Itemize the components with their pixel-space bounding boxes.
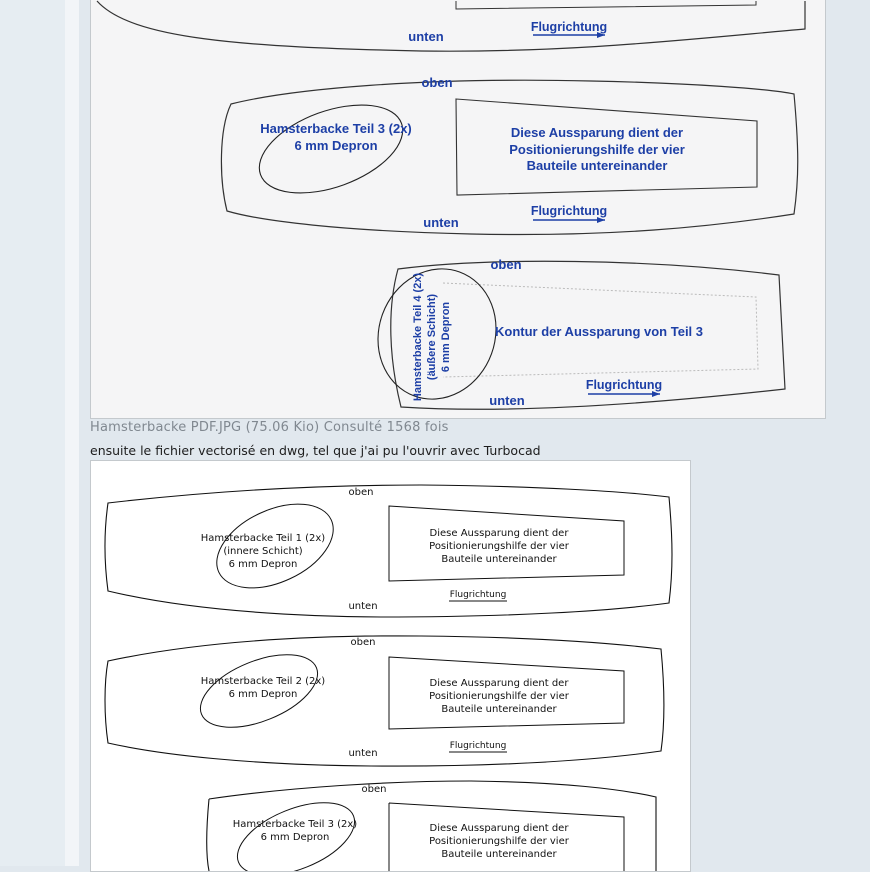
teil3-note-line-2: Positionierungshilfe der vier bbox=[509, 142, 685, 157]
teil4-rotated-line-1: Hamsterbacke Teil 4 (2x) bbox=[412, 273, 424, 402]
teil1-direction-label: Flugrichtung bbox=[450, 590, 507, 600]
teil3-note-line-3: Bauteile untereinander bbox=[527, 158, 668, 173]
teil4-top-label: oben bbox=[490, 257, 521, 272]
scanned-plan-image[interactable]: unten Flugrichtung oben Hamsterbacke Tei… bbox=[90, 0, 826, 419]
teil1-top-label: oben bbox=[349, 487, 374, 498]
teil1-title-line-2: (innere Schicht) bbox=[223, 546, 302, 557]
scanned-plan-drawing: unten Flugrichtung oben Hamsterbacke Tei… bbox=[96, 0, 806, 410]
teil2-top-label: oben bbox=[351, 637, 376, 648]
teil1-outline bbox=[104, 484, 673, 618]
teil2-title-line-1: Hamsterbacke Teil 2 (2x) bbox=[201, 676, 326, 687]
teil2-note-line-2: Positionierungshilfe der vier bbox=[429, 691, 570, 702]
teil4-rotated-line-2: (äußere Schicht) bbox=[426, 294, 438, 381]
top-part-bottom-label: unten bbox=[408, 29, 443, 44]
post-left-strip bbox=[65, 0, 79, 866]
teil1-title-line-1: Hamsterbacke Teil 1 (2x) bbox=[201, 533, 326, 544]
teil1-note-line-3: Bauteile untereinander bbox=[441, 554, 557, 565]
attachment-caption[interactable]: Hamsterbacke PDF.JPG (75.06 Kio) Consult… bbox=[90, 420, 449, 435]
teil3-direction-label: Flugrichtung bbox=[531, 204, 607, 218]
teil3-cutout bbox=[455, 98, 758, 196]
teil1-note-line-1: Diese Aussparung dient der bbox=[430, 528, 570, 539]
vectorized-plan-drawing: oben Hamsterbacke Teil 1 (2x) (innere Sc… bbox=[104, 484, 673, 871]
teil1-cutout bbox=[388, 505, 625, 582]
teil3-top-label: oben bbox=[421, 75, 452, 90]
teil4-contour bbox=[442, 282, 759, 378]
teil4-direction-label: Flugrichtung bbox=[586, 378, 662, 392]
teil2-bottom-label: unten bbox=[348, 748, 377, 759]
teil3-vec-top-label: oben bbox=[362, 784, 387, 795]
teil3-vec-title-line-2: 6 mm Depron bbox=[261, 832, 330, 843]
teil3-vec-note-line-2: Positionierungshilfe der vier bbox=[429, 836, 570, 847]
teil1-bottom-label: unten bbox=[348, 601, 377, 612]
teil2-circle bbox=[199, 654, 319, 728]
teil3-vec-note-line-3: Bauteile untereinander bbox=[441, 849, 557, 860]
direction-arrow-head bbox=[597, 32, 605, 38]
teil2-direction-label: Flugrichtung bbox=[450, 741, 507, 751]
teil2-cutout bbox=[388, 656, 625, 730]
teil4-rotated-line-3: 6 mm Depron bbox=[440, 302, 452, 373]
teil2-note-line-1: Diese Aussparung dient der bbox=[430, 678, 570, 689]
teil1-title-line-3: 6 mm Depron bbox=[229, 559, 298, 570]
teil2-title-line-2: 6 mm Depron bbox=[229, 689, 298, 700]
teil3-bottom-label: unten bbox=[423, 215, 458, 230]
top-part-direction-label: Flugrichtung bbox=[531, 20, 607, 34]
teil2-outline bbox=[104, 635, 665, 767]
teil4-bottom-label: unten bbox=[489, 393, 524, 408]
teil3-pencil-circle bbox=[258, 104, 404, 194]
teil4-contour-label: Kontur der Aussparung von Teil 3 bbox=[495, 324, 703, 339]
teil3-vec-note-line-1: Diese Aussparung dient der bbox=[430, 823, 570, 834]
vectorized-plan-image[interactable]: oben Hamsterbacke Teil 1 (2x) (innere Sc… bbox=[90, 460, 691, 872]
teil1-note-line-2: Positionierungshilfe der vier bbox=[429, 541, 570, 552]
teil3-vec-cutout bbox=[388, 802, 625, 871]
teil3-outline bbox=[220, 79, 799, 236]
post-text: ensuite le fichier vectorisé en dwg, tel… bbox=[90, 443, 541, 458]
teil3-title: Hamsterbacke Teil 3 (2x) bbox=[260, 121, 412, 136]
teil1-circle bbox=[216, 503, 334, 589]
teil2-note-line-3: Bauteile untereinander bbox=[441, 704, 557, 715]
teil4-outline bbox=[390, 260, 786, 410]
teil3-vec-title-line-1: Hamsterbacke Teil 3 (2x) bbox=[233, 819, 358, 830]
teil3-material: 6 mm Depron bbox=[294, 138, 377, 153]
teil4-pencil-circle bbox=[377, 268, 497, 400]
left-gutter bbox=[0, 0, 65, 866]
teil3-note-line-1: Diese Aussparung dient der bbox=[511, 125, 683, 140]
